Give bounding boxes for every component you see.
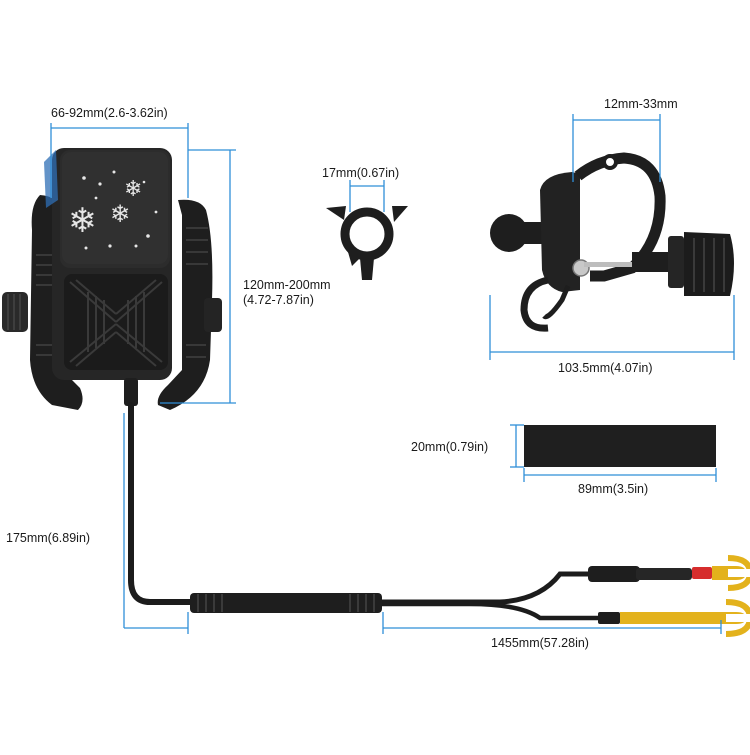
snowflake-icon: ❄ (68, 201, 97, 241)
cable-long-label: 1455mm(57.28in) (491, 636, 589, 650)
holder-height-label-mm: 120mm-200mm (243, 278, 331, 292)
snowflake-decor: ❄ ❄ ❄ (68, 170, 158, 250)
cable-gland (124, 378, 138, 406)
fuse-holder (588, 566, 692, 582)
cooling-fins (69, 279, 163, 367)
strap-height-label: 20mm(0.79in) (411, 440, 489, 454)
right-arm-grip-ribs (186, 227, 208, 358)
rubber-strap-pad (524, 425, 716, 467)
power-cable (128, 402, 603, 621)
snowflake-icon: ❄ (110, 200, 130, 228)
strap-length-label: 89mm(3.5in) (578, 482, 649, 496)
side-knob (2, 292, 28, 332)
cable-splitter (190, 593, 382, 613)
ring-diameter-label: 17mm(0.67in) (322, 166, 400, 180)
holder-height-label-in: (4.72-7.87in) (243, 293, 314, 307)
terminal-negative (598, 599, 750, 637)
phone-holder: ❄ ❄ ❄ (2, 148, 222, 410)
handlebar-clamp-mount (490, 152, 734, 332)
snowflake-icon: ❄ (124, 177, 142, 202)
clamp-width-label: 66-92mm(2.6-3.62in) (51, 106, 168, 120)
rubber-ring-adapter (326, 206, 408, 280)
dimension-lines (50, 114, 735, 634)
handlebar-range-label: 12mm-33mm (604, 97, 678, 111)
right-knob (204, 298, 222, 332)
mount-length-label: 103.5mm(4.07in) (558, 361, 653, 375)
terminal-positive (692, 555, 750, 591)
cable-short-label: 175mm(6.89in) (6, 531, 91, 545)
